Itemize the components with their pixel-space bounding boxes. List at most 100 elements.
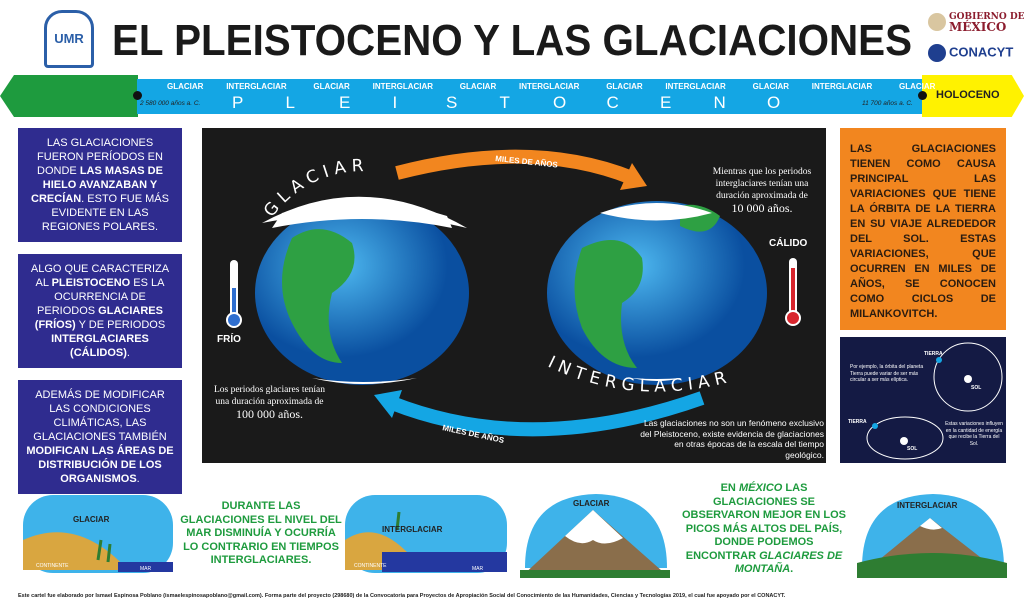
mar-label: MAR: [472, 566, 484, 572]
sol-label: SOL: [907, 446, 917, 452]
orbit-text: Por ejemplo, la órbita del planeta Tierr…: [850, 364, 924, 383]
tierra-label: TIERRA: [924, 351, 943, 357]
timeline-period: INTERGLACIAR: [519, 82, 580, 91]
calido-label: CÁLIDO: [769, 236, 808, 249]
text-italic: MÉXICO: [738, 482, 783, 494]
timeline-period: GLACIAR: [459, 82, 497, 91]
text: ADEMÁS DE MODIFICAR LAS CONDICIONES CLIM…: [33, 389, 167, 443]
timeline-past-arrow: [0, 75, 138, 117]
text-italic: GLACIARES DE MONTAÑA: [734, 549, 843, 576]
timeline-end-dot: [918, 91, 927, 100]
pleistoceno-letter: P: [232, 93, 244, 112]
pleistoceno-letter: T: [499, 93, 510, 112]
text-bold: LAS MASAS DE HIELO AVANZABAN Y CRECÍAN: [31, 165, 163, 205]
pleistoceno-letter: C: [606, 93, 619, 112]
sea-level-glacial-scene: GLACIAR CONTINENTE MAR: [23, 495, 173, 573]
scene-label: GLACIAR: [573, 499, 610, 508]
frio-label: FRÍO: [217, 332, 241, 345]
info-box-distribucion: ADEMÁS DE MODIFICAR LAS CONDICIONES CLIM…: [18, 380, 182, 494]
text: ES LA OCURRENCIA DE PERIODOS: [37, 277, 165, 317]
holoceno-label: HOLOCENO: [936, 89, 1000, 101]
milankovitch-box: LAS GLACIACIONES TIENEN COMO CAUSA PRINC…: [840, 128, 1006, 330]
sea-level-interglacial-scene: INTERGLACIAR CONTINENTE MAR: [345, 495, 507, 573]
timeline-period: GLACIAR: [899, 82, 936, 91]
text: Mientras que los periodos interglaciares…: [712, 167, 812, 201]
pleistoceno-letter: E: [339, 93, 351, 112]
earth-icon: [872, 423, 878, 429]
pleistoceno-letter: O: [767, 93, 781, 112]
interglacial-duration: Mientras que los periodos interglaciares…: [707, 166, 817, 216]
pleistoceno-letter: I: [392, 93, 398, 112]
timeline-period: INTERGLACIAR: [665, 82, 726, 91]
text-bold: GLACIARES (FRÍOS): [34, 305, 163, 331]
text: . ESTO FUE MÁS EVIDENTE EN LAS REGIONES …: [41, 193, 169, 233]
glacial-duration: Los periodos glaciares tenían una duraci…: [212, 384, 327, 422]
text: LAS GLACIACIONES SE OBSERVARON MEJOR EN …: [681, 482, 846, 562]
logo-gov-line2: MÉXICO: [949, 20, 1007, 34]
sun-icon: [964, 375, 972, 383]
mexico-text: EN MÉXICO LAS GLACIACIONES SE OBSERVARON…: [678, 482, 850, 577]
pleistoceno-letter: S: [446, 93, 458, 112]
text-bold: INTERGLACIARES (CÁLIDOS): [51, 333, 149, 359]
continente-label: CONTINENTE: [354, 563, 387, 569]
text-bold: PLEISTOCENO: [51, 277, 131, 289]
scene-label: INTERGLACIAR: [382, 525, 443, 534]
text: .: [136, 473, 140, 485]
pleistoceno-letter: O: [553, 93, 567, 112]
tierra-label: TIERRA: [848, 419, 867, 425]
scene-label: GLACIAR: [73, 515, 110, 524]
text: LAS GLACIACIONES FUERON PERÍODOS EN DOND…: [37, 137, 163, 177]
timeline-period: GLACIAR: [167, 82, 204, 91]
timeline-period: INTERGLACIAR: [226, 82, 287, 91]
text: .: [126, 347, 130, 359]
thermometer-hot-icon: [785, 258, 801, 326]
timeline-pleistoceno: [137, 79, 923, 114]
sol-label: SOL: [971, 385, 981, 391]
conacyt-logo: CONACYT: [928, 44, 1013, 62]
text: Los periodos glaciares tenían una duraci…: [213, 385, 326, 407]
arrow-blue-head: [374, 390, 402, 418]
logo-text: UMR: [54, 31, 84, 46]
orbit-svg: TIERRA SOL TIERRA SOL: [848, 342, 1003, 460]
scene-label: INTERGLACIAR: [897, 501, 958, 510]
geologic-note: Las glaciaciones no son un fenómeno excl…: [640, 418, 824, 460]
text: .: [790, 563, 794, 575]
text-bold: MODIFICAN LAS ÁREAS DE DISTRIBUCIÓN DE L…: [26, 445, 174, 485]
timeline-period: INTERGLACIAR: [811, 82, 873, 91]
sun-icon: [900, 437, 908, 445]
arrow-blue: [389, 391, 705, 437]
cycle-illustration: G L A C I A R I N T E R G L A C I A R MI…: [217, 149, 808, 445]
sea-level-text: DURANTE LAS GLACIACIONES EL NIVEL DEL MA…: [180, 500, 342, 566]
info-box-glaciaciones: LAS GLACIACIONES FUERON PERÍODOS EN DOND…: [18, 128, 182, 242]
timeline-holoceno-arrow: HOLOCENO: [922, 75, 1024, 117]
timeline-period: GLACIAR: [752, 82, 790, 91]
mar-label: MAR: [140, 566, 152, 572]
logo-conacyt-text: CONACYT: [949, 44, 1014, 60]
timeline-start: 2 580 000 años a. C.: [140, 100, 201, 107]
timeline-period: GLACIAR: [606, 82, 643, 91]
logo-gov-line1: GOBIERNO DE: [949, 12, 1024, 22]
arrow-orange-head: [620, 163, 647, 190]
footer-credits: Este cartel fue elaborado por Ismael Esp…: [18, 593, 786, 599]
orbit-text-2: Estas variaciones influyen en la cantida…: [945, 421, 1003, 447]
timeline-period: INTERGLACIAR: [372, 82, 434, 91]
mountain-interglacial-scene: INTERGLACIAR: [857, 494, 1007, 578]
text: Y DE PERIODOS: [75, 319, 166, 331]
umr-logo: UMR: [44, 10, 94, 68]
timeline-period: GLACIAR: [313, 82, 350, 91]
earth-icon: [936, 357, 942, 363]
glacial-cycle-panel: G L A C I A R I N T E R G L A C I A R MI…: [202, 128, 826, 463]
timeline-end: 11 700 años a. C.: [862, 100, 913, 107]
text: ALGO QUE CARACTERIZA AL: [30, 263, 170, 289]
pleistoceno-letter: L: [285, 93, 295, 112]
mountain-glacial-scene: GLACIAR: [520, 494, 670, 578]
years: 100 000 años.: [236, 407, 303, 421]
page-title-wrap: EL PLEISTOCENO Y LAS GLACIACIONES: [112, 16, 912, 70]
timeline-start-dot: [133, 91, 142, 100]
text: EN: [720, 482, 739, 494]
circular-orbit: [933, 342, 1003, 412]
thermometer-cold-icon: [226, 260, 242, 328]
orbit-diagram: TIERRA SOL TIERRA SOL Por ejemplo, la ór…: [840, 337, 1006, 463]
glacial-earth: [255, 196, 469, 385]
